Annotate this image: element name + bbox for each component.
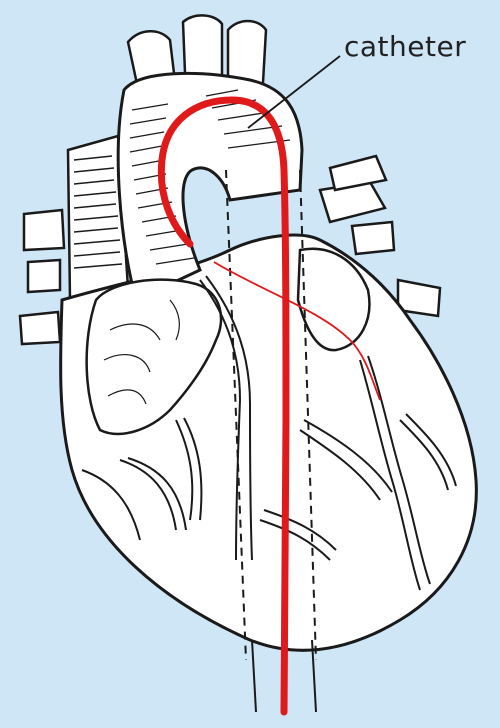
catheter-label: catheter bbox=[344, 30, 466, 63]
left-vessels bbox=[20, 210, 64, 344]
